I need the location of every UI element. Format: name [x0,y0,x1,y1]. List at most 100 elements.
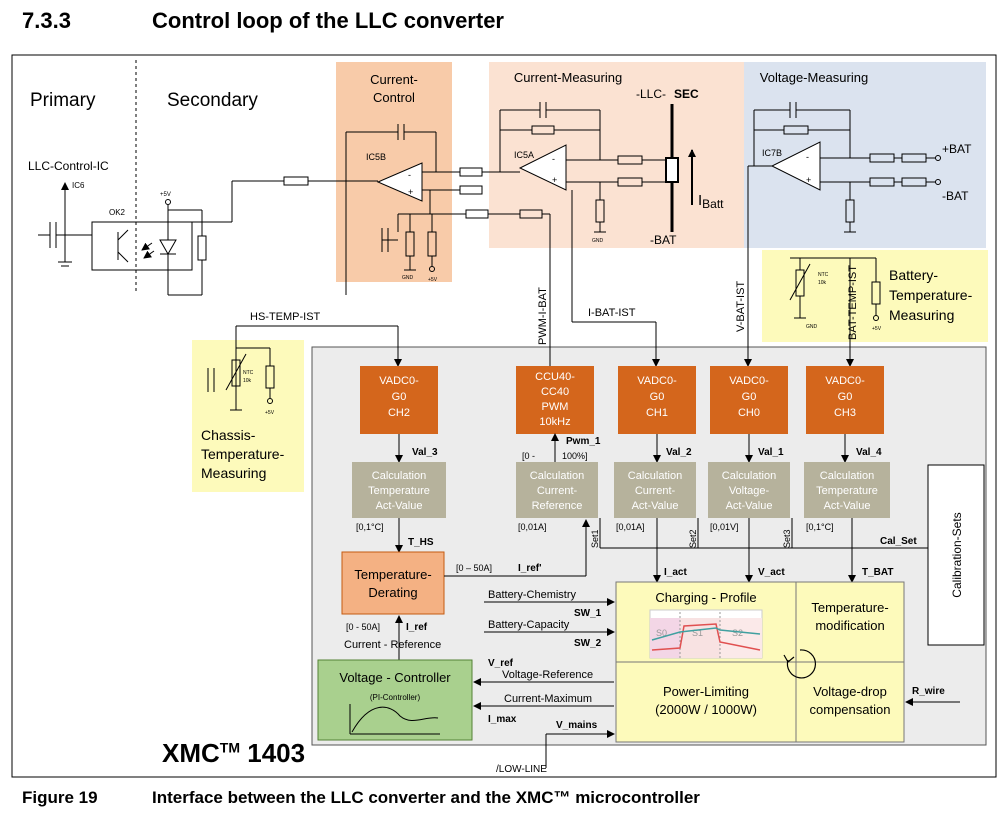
v-bat-ist-label: V-BAT-IST [735,281,747,332]
ntc-value: 10k [818,280,827,286]
ntc-thermistor [231,359,241,387]
profile-s1: S1 [692,628,703,638]
phototransistor [117,229,129,241]
ccu-line1: CCU40- [535,371,575,383]
calc-cur-ref-line2: Current- [537,485,578,497]
resistor [459,185,483,195]
light-arrow [141,242,153,251]
pwm-range-a: [0 - [522,451,535,461]
vadc-ch2-line2: G0 [392,391,407,403]
charging-profile-graph: S0 S1 S2 [649,609,763,659]
range-50a-2: [0 - 50A] [346,622,380,632]
ntc-value: 10k [243,378,252,384]
voltage-controller-title: Voltage - Controller [339,670,451,685]
calc-temp-hs-line2: Temperature [368,485,430,497]
secondary-label: Secondary [167,90,258,111]
battery-capacity-label: Battery-Capacity [488,619,570,631]
calc-temp-bat-line1: Calculation [820,470,874,482]
vadc-ch0-line1: VADC0- [729,375,769,387]
calc-temp-hs-block: Calculation Temperature Act-Value [352,462,446,518]
optocoupler-ok2 [91,221,193,271]
val4-label: Val_4 [856,447,882,458]
current-maximum-label: Current-Maximum [504,693,592,705]
calc-volt-act-line1: Calculation [722,470,776,482]
llc-control-ic-label: LLC-Control-IC [28,159,109,173]
ic7b-label: IC7B [762,148,782,158]
ibatt-label: IBatt [698,192,724,211]
supply-5v-label: +5V [428,277,438,283]
calc-cur-act-line1: Calculation [628,470,682,482]
opto-led [159,239,177,256]
voltage-measuring-title: Voltage-Measuring [760,70,868,85]
calc-temp-bat-line2: Temperature [816,485,878,497]
unit-a-act: [0,01A] [616,522,645,532]
temperature-derating-block: Temperature- Derating [341,551,445,615]
vadc-ch1-line2: G0 [650,391,665,403]
ccu-line3: PWM [542,401,569,413]
chassis-temp-region [192,340,304,492]
terminal [935,155,941,161]
llc-sec-prefix: -LLC- [636,87,666,101]
calc-cur-ref-line3: Reference [532,500,583,512]
pi-controller-label: (PI-Controller) [370,693,421,702]
supply-5v-label: +5V [160,192,171,198]
resistor [459,167,483,177]
current-control-title-1: Current- [370,72,418,87]
supply-5v-node [165,199,171,205]
current-measuring-title: Current-Measuring [514,70,622,85]
vadc-ch1-block: VADC0- G0 CH1 [618,366,696,434]
opamp-minus: - [806,152,809,162]
calibration-sets-block [927,464,985,646]
resistor [465,209,489,219]
figure-label: Figure 19 [22,788,98,807]
charging-profile-title: Charging - Profile [655,590,756,605]
figure-frame [11,54,997,778]
ntc-label: NTC [818,272,829,278]
ntc-thermistor [789,263,811,301]
vadc-ch2-block: VADC0- G0 CH2 [360,366,438,434]
loop-arrow-icon [783,654,795,663]
val3-label: Val_3 [412,447,438,458]
opamp-plus: + [806,175,811,185]
battery-chemistry-label: Battery-Chemistry [488,589,577,601]
v-mains-label: V_mains [556,720,598,731]
ntc-thermistor [225,353,247,391]
r-wire-label: R_wire [912,686,945,697]
gnd-label: GND [806,324,818,330]
temp-mod-line1: Temperature- [811,600,888,615]
calc-cur-act-line2: Current- [635,485,676,497]
set3-label: Set3 [782,529,792,548]
derating-line2: Derating [368,585,417,600]
vadc-ch0-block: VADC0- G0 CH0 [710,366,788,434]
ok2-label: OK2 [109,208,126,217]
power-limiting-line2: (2000W / 1000W) [655,702,757,717]
opamp-minus: - [408,170,411,180]
ntc-label: NTC [243,370,254,376]
opamp-ic7b [770,141,821,191]
terminal [935,179,941,185]
ccu-line4: 10kHz [539,416,570,428]
vdrop-line2: compensation [810,702,891,717]
gnd-label: GND [592,238,604,244]
vadc-ch3-block: VADC0- G0 CH3 [806,366,884,434]
ccu40-block: CCU40- CC40 PWM 10kHz [516,366,594,434]
vadc-ch0-line3: CH0 [738,407,760,419]
supply-5v-node [429,266,435,272]
derating-line1: Temperature- [354,567,431,582]
supply-5v-node [267,398,273,404]
vdrop-line1: Voltage-drop [813,684,887,699]
vadc-ch3-line3: CH3 [834,407,856,419]
unit-c-hs: [0,1°C] [356,522,384,532]
minus-bat-label-2: -BAT [942,189,969,203]
pwm1-label: Pwm_1 [566,436,601,447]
t-hs-label: T_HS [408,537,434,548]
xmc-label: XMCTM 1403 [162,738,306,768]
i-max-label: I_max [488,714,517,725]
calc-current-ref-block: Calculation Current- Reference [516,462,598,518]
calc-cur-act-line3: Act-Value [632,500,679,512]
ic6-label: IC6 [72,181,85,190]
current-measuring-region [489,62,744,248]
